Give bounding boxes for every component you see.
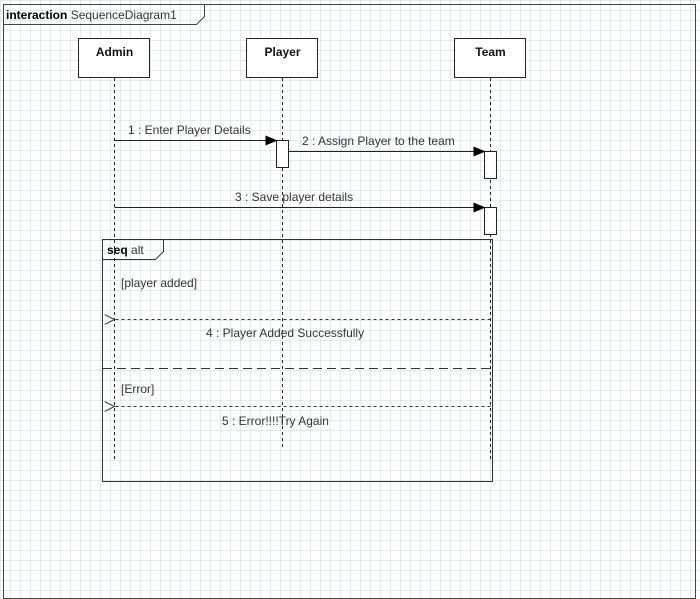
message-5-label: 5 : Error!!!!Try Again xyxy=(222,414,329,428)
guard-player-added: [player added] xyxy=(121,276,198,290)
message-4-label: 4 : Player Added Successfully xyxy=(206,326,365,340)
interaction-frame xyxy=(3,4,696,599)
guard-error: [Error] xyxy=(121,382,155,396)
fragment-title: seq alt xyxy=(107,243,144,257)
lifeline-team-name: Team xyxy=(475,45,506,59)
lifeline-player-box[interactable] xyxy=(246,38,318,78)
message-3-label: 3 : Save player details xyxy=(235,190,354,204)
activation-team-1 xyxy=(484,151,497,179)
activation-player xyxy=(276,140,289,168)
message-1-label: 1 : Enter Player Details xyxy=(128,123,251,137)
alt-fragment xyxy=(102,239,493,482)
lifeline-admin-box[interactable] xyxy=(78,38,150,78)
lifeline-admin-name: Admin xyxy=(95,45,134,59)
frame-name: SequenceDiagram1 xyxy=(70,8,177,22)
fragment-operator: alt xyxy=(131,243,144,257)
lifeline-player-name: Player xyxy=(264,45,301,59)
activation-team-2 xyxy=(484,207,497,235)
frame-title: interaction SequenceDiagram1 xyxy=(6,8,177,22)
message-2-label: 2 : Assign Player to the team xyxy=(302,134,455,148)
interaction-frame-tab xyxy=(3,4,205,25)
frame-keyword: interaction xyxy=(6,8,68,22)
lifeline-team-box[interactable] xyxy=(454,38,526,78)
fragment-keyword: seq xyxy=(107,243,128,257)
alt-fragment-tab xyxy=(102,239,164,260)
